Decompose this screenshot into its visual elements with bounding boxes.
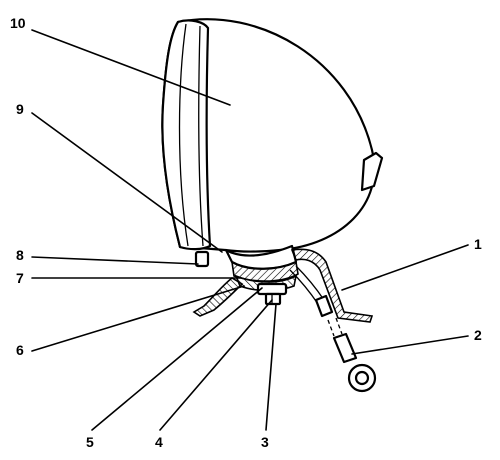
callout-9: 9 [16, 101, 24, 117]
leader-8 [31, 256, 199, 265]
callout-10: 10 [10, 15, 26, 31]
headlamp-shell [161, 18, 384, 253]
leader-1 [341, 244, 469, 291]
leader-10 [31, 29, 231, 106]
callout-3: 3 [261, 434, 269, 450]
leader-6 [31, 285, 245, 352]
mounting-bracket [192, 248, 374, 323]
callout-2: 2 [474, 327, 482, 343]
leader-4 [159, 299, 273, 431]
callout-labels: 10 9 8 7 6 5 4 3 1 2 [10, 15, 482, 450]
callout-5: 5 [86, 434, 94, 450]
leader-9 [31, 112, 223, 253]
grommet-section [230, 260, 299, 306]
wire-and-terminal [289, 265, 377, 393]
callout-7: 7 [16, 270, 24, 286]
callout-6: 6 [16, 342, 24, 358]
leader-lines [31, 29, 469, 431]
callout-1: 1 [474, 236, 482, 252]
leader-5 [91, 287, 263, 431]
leader-2 [351, 335, 469, 355]
callout-4: 4 [155, 434, 163, 450]
callout-8: 8 [16, 247, 24, 263]
leader-3 [265, 303, 277, 431]
